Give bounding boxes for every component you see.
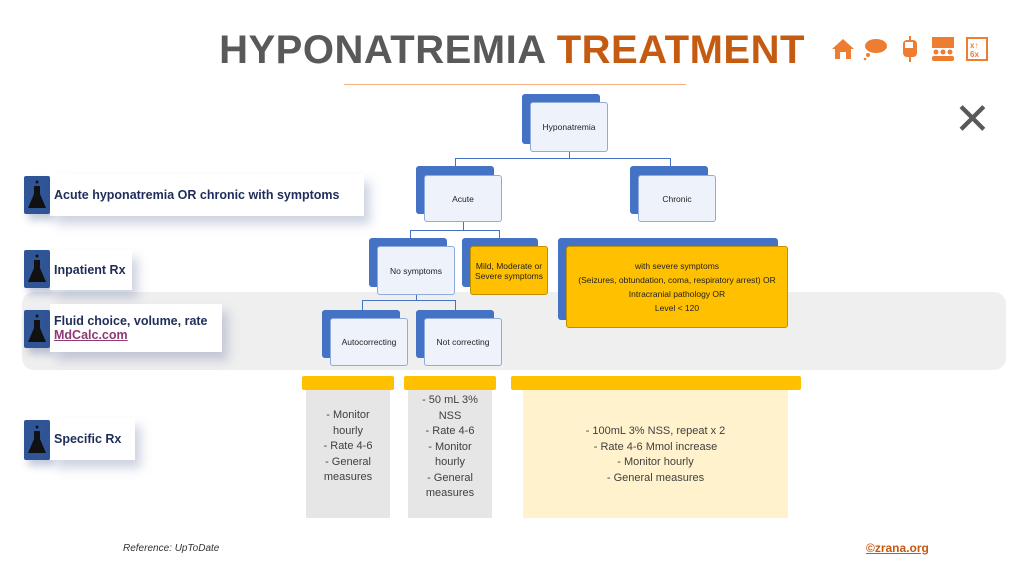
row-label-acute: Acute hyponatremia OR chronic with sympt… bbox=[50, 174, 364, 216]
node-not-correcting: Not correcting bbox=[424, 318, 502, 366]
home-icon[interactable] bbox=[830, 36, 856, 62]
node-chronic: Chronic bbox=[638, 175, 716, 222]
row-label-inpatient: Inpatient Rx bbox=[50, 250, 132, 290]
rx-item: - 50 mL 3% NSS bbox=[422, 394, 478, 422]
rx-not-correcting: - 50 mL 3% NSS - Rate 4-6 - Monitor hour… bbox=[408, 390, 492, 518]
row-label-specific: Specific Rx bbox=[50, 418, 135, 460]
flask-icon bbox=[24, 250, 50, 288]
severe-line: Intracranial pathology OR bbox=[628, 289, 726, 299]
rx-item: - Rate 4-6 bbox=[425, 425, 475, 437]
close-button[interactable]: ✕ bbox=[954, 95, 991, 144]
severe-line: Level < 120 bbox=[654, 303, 700, 313]
title-part2: TREATMENT bbox=[556, 28, 805, 72]
rx-item: - Rate 4-6 Mmol increase bbox=[593, 440, 718, 453]
flask-icon bbox=[24, 420, 50, 460]
rx-chronic: - 100mL 3% NSS, repeat x 2 - Rate 4-6 Mm… bbox=[523, 390, 788, 518]
connector bbox=[569, 152, 570, 158]
row-label-fluid: Fluid choice, volume, rate MdCalc.com bbox=[50, 304, 222, 352]
rx-item: - General measures bbox=[425, 471, 475, 500]
node-no-symptoms: No symptoms bbox=[377, 246, 455, 295]
severe-line: (Seizures, obtundation, coma, respirator… bbox=[578, 275, 776, 285]
title-part1: HYPONATREMIA bbox=[219, 28, 546, 72]
connector bbox=[410, 230, 500, 231]
iv-bag-icon[interactable] bbox=[897, 36, 923, 62]
connector bbox=[410, 230, 411, 239]
connector bbox=[416, 295, 417, 301]
thought-cloud-icon[interactable] bbox=[862, 36, 888, 62]
header-bar bbox=[302, 376, 394, 390]
fluid-label: Fluid choice, volume, rate bbox=[54, 314, 208, 328]
connector bbox=[463, 222, 464, 230]
connector bbox=[499, 230, 500, 239]
connector bbox=[455, 158, 671, 159]
title-divider bbox=[344, 84, 686, 85]
header-bar bbox=[511, 376, 801, 390]
connector bbox=[455, 300, 456, 311]
rx-item: - Monitor hourly bbox=[428, 440, 472, 469]
severe-line: with severe symptoms bbox=[634, 261, 720, 271]
rx-item: - Rate 4-6 bbox=[323, 440, 373, 452]
node-autocorrecting: Autocorrecting bbox=[330, 318, 408, 366]
reference: Reference: UpToDate bbox=[123, 543, 220, 554]
rx-item: - 100mL 3% NSS, repeat x 2 bbox=[585, 425, 726, 437]
header-bar bbox=[404, 376, 496, 390]
rx-item: - Monitor hourly bbox=[617, 456, 694, 468]
strategy-board-icon[interactable]: x↑6x bbox=[964, 36, 990, 62]
connector bbox=[455, 158, 456, 168]
node-severe-symptoms: with severe symptoms (Seizures, obtundat… bbox=[566, 246, 788, 328]
rx-item: - General measures bbox=[323, 455, 373, 484]
flask-icon bbox=[24, 310, 50, 348]
presentation-icon[interactable] bbox=[930, 36, 956, 62]
connector bbox=[670, 158, 671, 168]
svg-text:6x: 6x bbox=[970, 50, 979, 59]
rx-item: - Monitor hourly bbox=[326, 409, 370, 437]
flask-icon bbox=[24, 176, 50, 214]
copyright-link[interactable]: ©zrana.org bbox=[866, 541, 929, 555]
svg-text:x↑: x↑ bbox=[970, 41, 978, 50]
rx-item: - General measures bbox=[606, 471, 705, 484]
node-acute: Acute bbox=[424, 175, 502, 222]
node-hyponatremia: Hyponatremia bbox=[530, 102, 608, 152]
connector bbox=[362, 300, 363, 311]
mdcalc-link[interactable]: MdCalc.com bbox=[54, 328, 128, 342]
page-title: HYPONATREMIA TREATMENT bbox=[0, 28, 1024, 73]
rx-autocorrecting: - Monitor hourly - Rate 4-6 - General me… bbox=[306, 390, 390, 518]
connector bbox=[362, 300, 456, 301]
node-mild-symptoms: Mild, Moderate or Severe symptoms bbox=[470, 246, 548, 295]
